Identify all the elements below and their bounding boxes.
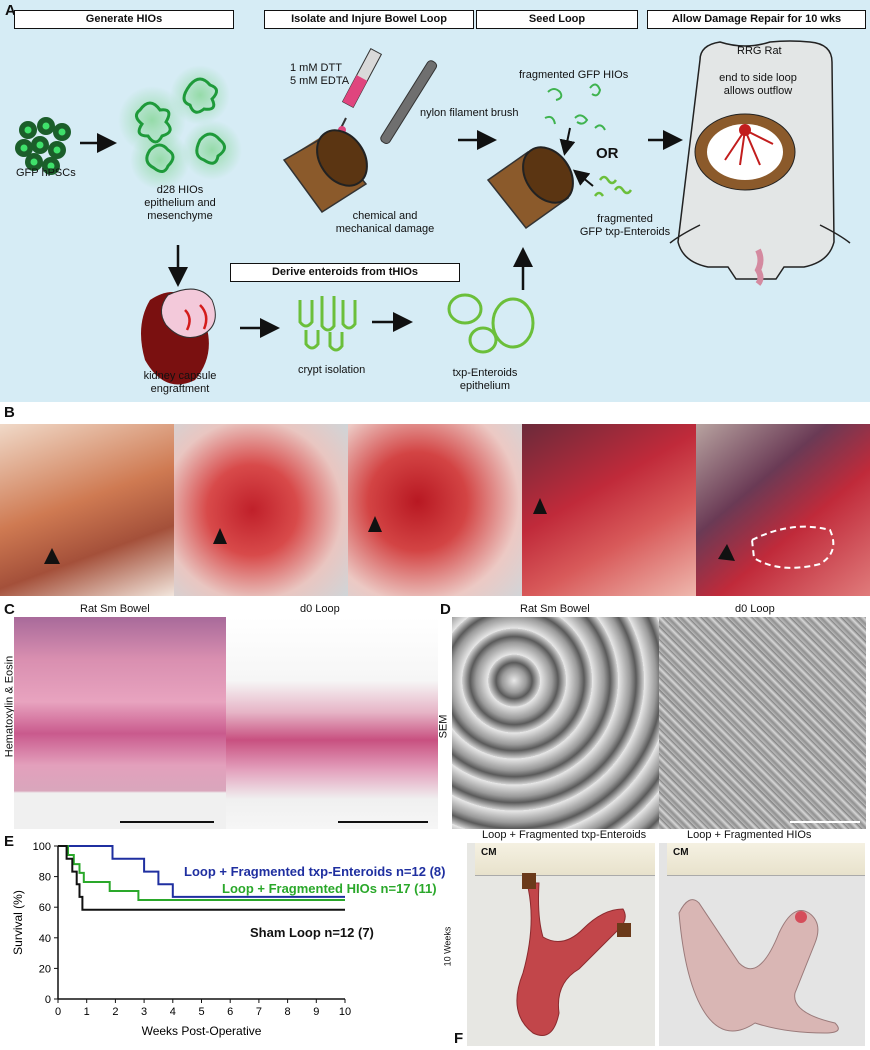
label-loop: end to side loop allows outflow (719, 72, 797, 97)
panel-b-markers (44, 498, 835, 569)
ruler-unit: CM (481, 847, 497, 858)
label-frag-txp: fragmented GFP txp-Enteroids (579, 213, 671, 238)
sem-d0-loop (659, 617, 866, 829)
x-tick-label: 8 (285, 1006, 291, 1018)
surgery-photo-3 (348, 424, 522, 596)
x-tick-label: 3 (141, 1006, 147, 1018)
panel-d-letter: D (440, 601, 451, 618)
x-tick-label: 7 (256, 1006, 262, 1018)
surgery-photo-4 (522, 424, 696, 596)
label-kidney: kidney capsule engraftment (143, 370, 217, 395)
x-tick-label: 9 (313, 1006, 319, 1018)
x-tick-label: 2 (112, 1006, 118, 1018)
y-tick-label: 100 (33, 841, 51, 853)
panel-e-letter: E (4, 833, 15, 850)
txp-enteroids-icon (447, 293, 535, 354)
panel-d-title-right: d0 Loop (735, 603, 775, 615)
panel-d-title-left: Rat Sm Bowel (520, 603, 590, 615)
x-tick-label: 10 (339, 1006, 351, 1018)
fragment-hio-icon (544, 83, 606, 131)
label-brush: nylon filament brush (420, 107, 519, 119)
label-crypt: crypt isolation (298, 364, 366, 376)
explant-photo-txp: CM (467, 843, 655, 1046)
x-tick-label: 6 (227, 1006, 233, 1018)
label-hpsc: GFP hPSCs (16, 167, 76, 179)
survival-curve-0 (58, 845, 345, 898)
sem-normal (452, 617, 659, 829)
explant-txp-shape (516, 873, 631, 1036)
hio-organoids-icon (118, 65, 242, 190)
panel-a-illustration (15, 40, 851, 385)
y-tick-label: 20 (39, 963, 51, 975)
fragment-txp-icon (593, 175, 633, 197)
header-seed-loop: Seed Loop (476, 10, 638, 29)
bowel-loop-icon (282, 129, 368, 214)
panel-c-letter: C (4, 601, 15, 618)
explant-hio-shape (678, 899, 839, 1034)
panel-a-letter: A (5, 2, 16, 19)
ruler (667, 843, 865, 876)
header-derive-enteroids: Derive enteroids from tHIOs (230, 263, 460, 282)
series-label-2: Sham Loop n=12 (7) (250, 925, 374, 940)
surgery-photo-1 (0, 424, 174, 596)
x-tick-label: 1 (84, 1006, 90, 1018)
bowel-loop-seeded-icon (486, 146, 574, 230)
hpsc-cluster-icon (15, 117, 71, 175)
label-or: OR (596, 145, 619, 162)
brush-icon (380, 60, 438, 145)
label-damage: chemical and mechanical damage (335, 210, 435, 235)
panel-c-title-left: Rat Sm Bowel (80, 603, 150, 615)
survival-curve-2 (58, 845, 345, 911)
label-reagents: 1 mM DTT 5 mM EDTA (290, 62, 350, 87)
y-tick-label: 60 (39, 902, 51, 914)
he-stain-d0-loop (226, 617, 438, 829)
series-label-0: Loop + Fragmented txp-Enteroids n=12 (8) (184, 864, 445, 879)
rat-icon (669, 40, 851, 286)
label-rat: RRG Rat (737, 45, 782, 57)
y-tick-label: 40 (39, 933, 51, 945)
label-hio: d28 HIOs epithelium and mesenchyme (144, 184, 216, 222)
ruler-unit: CM (673, 847, 689, 858)
kidney-capsule-icon (141, 288, 216, 385)
x-tick-label: 0 (55, 1006, 61, 1018)
y-tick-label: 0 (45, 994, 51, 1006)
y-tick-label: 80 (39, 872, 51, 884)
survival-curve-1 (58, 845, 345, 901)
surgery-photo-2 (174, 424, 348, 596)
header-damage-repair: Allow Damage Repair for 10 wks (647, 10, 866, 29)
x-tick-label: 5 (198, 1006, 204, 1018)
header-isolate-injure: Isolate and Injure Bowel Loop (264, 10, 474, 29)
panel-b-letter: B (4, 404, 15, 421)
ruler (475, 843, 655, 876)
panel-f-side-label: 10 Weeks (442, 926, 453, 967)
syringe-icon (338, 48, 383, 134)
he-stain-normal (14, 617, 226, 829)
series-label-1: Loop + Fragmented HIOs n=17 (11) (222, 881, 437, 896)
y-axis-label: Survival (%) (11, 890, 25, 955)
x-axis-label: Weeks Post-Operative (142, 1024, 262, 1038)
panel-f-title-left: Loop + Fragmented txp-Enteroids (482, 829, 647, 841)
crypt-icon (298, 296, 357, 352)
label-txp: txp-Enteroids epithelium (452, 367, 518, 392)
header-generate-hios: Generate HIOs (14, 10, 234, 29)
panel-f-title-right: Loop + Fragmented HIOs (687, 829, 812, 841)
x-tick-label: 4 (170, 1006, 176, 1018)
explant-photo-hio: CM (659, 843, 865, 1046)
panel-f-letter: F (454, 1030, 464, 1047)
panel-c-title-right: d0 Loop (300, 603, 340, 615)
label-frag-hio: fragmented GFP HIOs (519, 69, 629, 81)
surgery-photo-5 (696, 424, 870, 596)
